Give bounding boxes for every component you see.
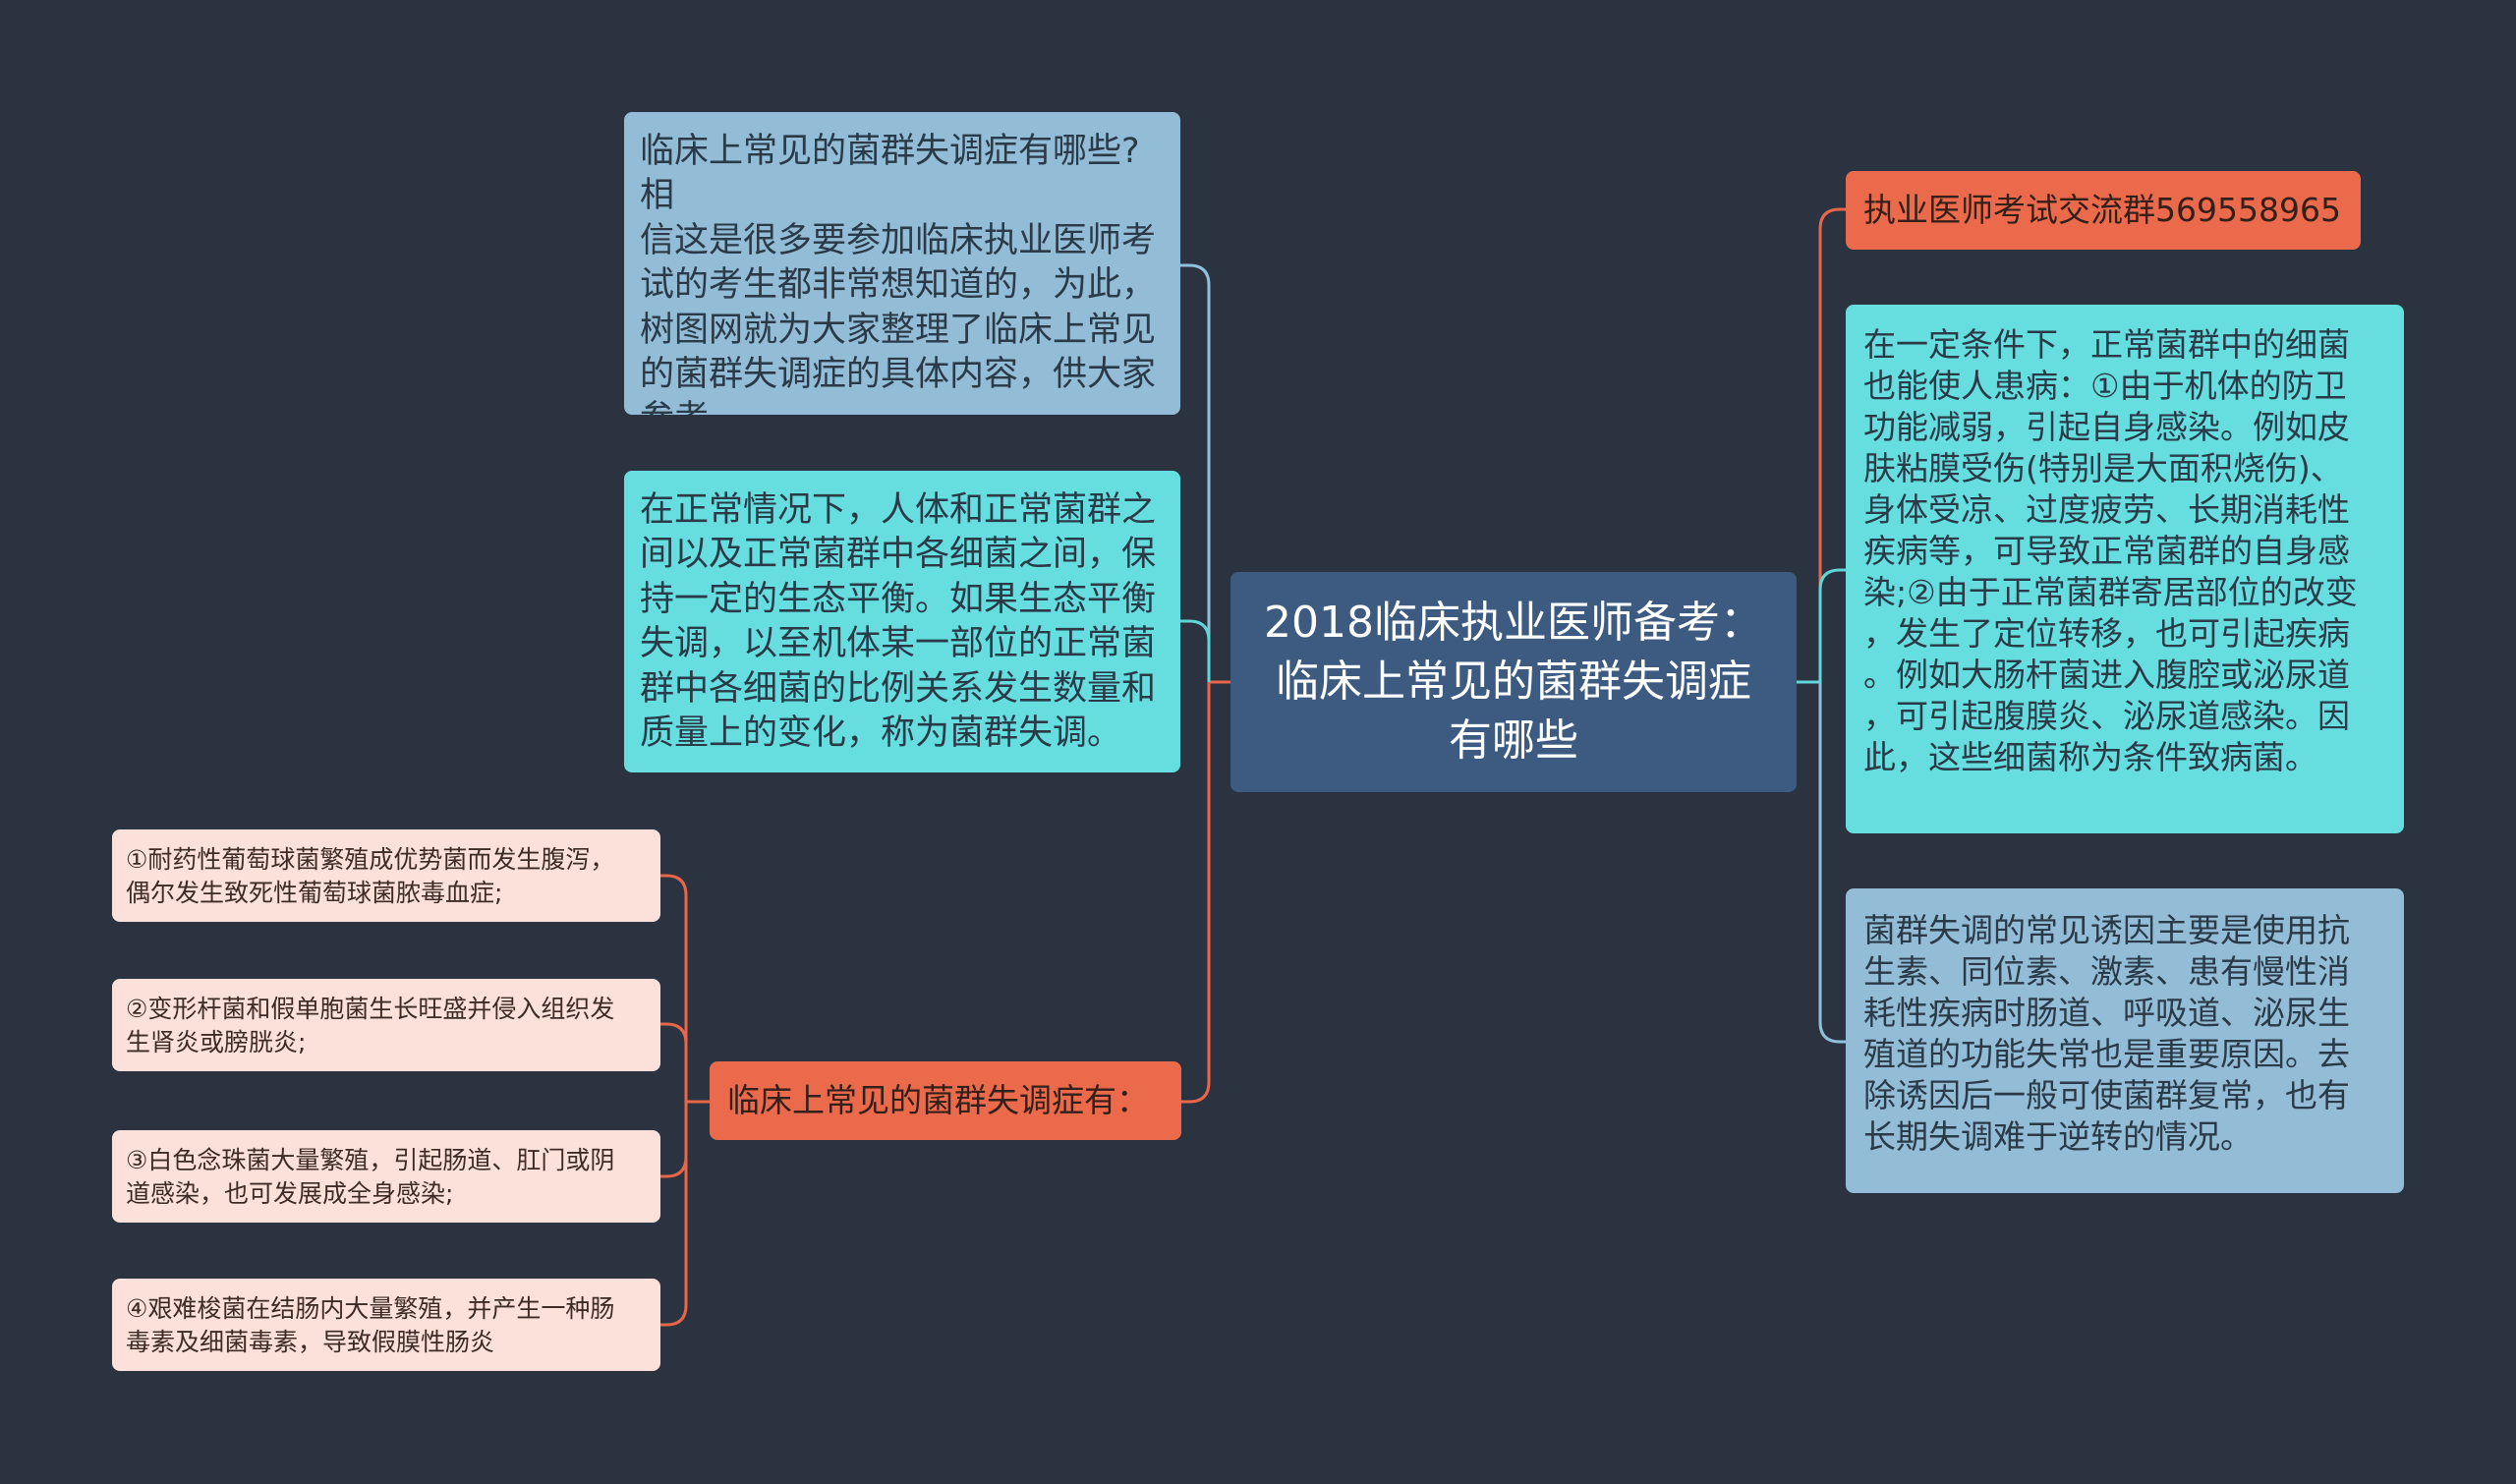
link-type-1 bbox=[660, 874, 688, 1102]
link-type-4 bbox=[660, 1102, 688, 1327]
types-heading-node[interactable]: 临床上常见的菌群失调症有： bbox=[710, 1061, 1181, 1140]
definition-node[interactable]: 在正常情况下，人体和正常菌群之 间以及正常菌群中各细菌之间，保 持一定的生态平衡… bbox=[624, 471, 1180, 772]
link-right-causes bbox=[1818, 682, 1846, 1044]
link-left-types bbox=[1179, 682, 1211, 1104]
type-item-4[interactable]: ④艰难梭菌在结肠内大量繁殖，并产生一种肠 毒素及细菌毒素，导致假膜性肠炎 bbox=[112, 1279, 660, 1371]
link-type-3 bbox=[660, 1102, 688, 1178]
type-item-1[interactable]: ①耐药性葡萄球菌繁殖成优势菌而发生腹泻， 偶尔发生致死性葡萄球菌脓毒血症; bbox=[112, 829, 660, 922]
type-item-3[interactable]: ③白色念珠菌大量繁殖，引起肠道、肛门或阴 道感染，也可发展成全身感染; bbox=[112, 1130, 660, 1223]
link-right-group bbox=[1818, 207, 1846, 682]
central-topic[interactable]: 2018临床执业医师备考： 临床上常见的菌群失调症 有哪些 bbox=[1230, 572, 1797, 792]
link-type-2 bbox=[660, 1022, 688, 1102]
causes-node[interactable]: 菌群失调的常见诱因主要是使用抗 生素、同位素、激素、患有慢性消 耗性疾病时肠道、… bbox=[1846, 888, 2404, 1193]
intro-node[interactable]: 临床上常见的菌群失调症有哪些?相 信这是很多要参加临床执业医师考 试的考生都非常… bbox=[624, 112, 1180, 415]
conditional-pathogen-node[interactable]: 在一定条件下，正常菌群中的细菌 也能使人患病：①由于机体的防卫 功能减弱，引起自… bbox=[1846, 305, 2404, 833]
link-left-definition bbox=[1179, 619, 1211, 682]
type-item-2[interactable]: ②变形杆菌和假单胞菌生长旺盛并侵入组织发 生肾炎或膀胱炎; bbox=[112, 979, 660, 1071]
link-left-intro bbox=[1179, 263, 1211, 682]
link-right-conditional bbox=[1818, 568, 1846, 682]
group-node[interactable]: 执业医师考试交流群569558965 bbox=[1846, 171, 2361, 250]
